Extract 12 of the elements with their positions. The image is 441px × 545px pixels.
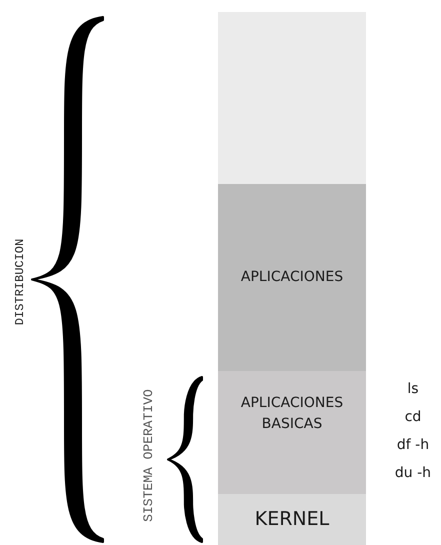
- vertical-label: DISTRIBUCION: [13, 238, 28, 326]
- command-text: df -h: [396, 437, 430, 453]
- layer-box: [218, 371, 366, 494]
- layer-label: APLICACIONES: [240, 268, 344, 288]
- layer-label: KERNEL: [254, 506, 330, 532]
- command-text: ls: [406, 381, 420, 397]
- command-text: cd: [404, 409, 422, 425]
- layer-box: [218, 184, 366, 371]
- command-text: du -h: [394, 465, 432, 481]
- layer-box: [218, 494, 366, 545]
- vertical-label: SISTEMA OPERATIVO: [140, 388, 156, 522]
- layer-label: APLICACIONES BASICAS: [240, 394, 344, 434]
